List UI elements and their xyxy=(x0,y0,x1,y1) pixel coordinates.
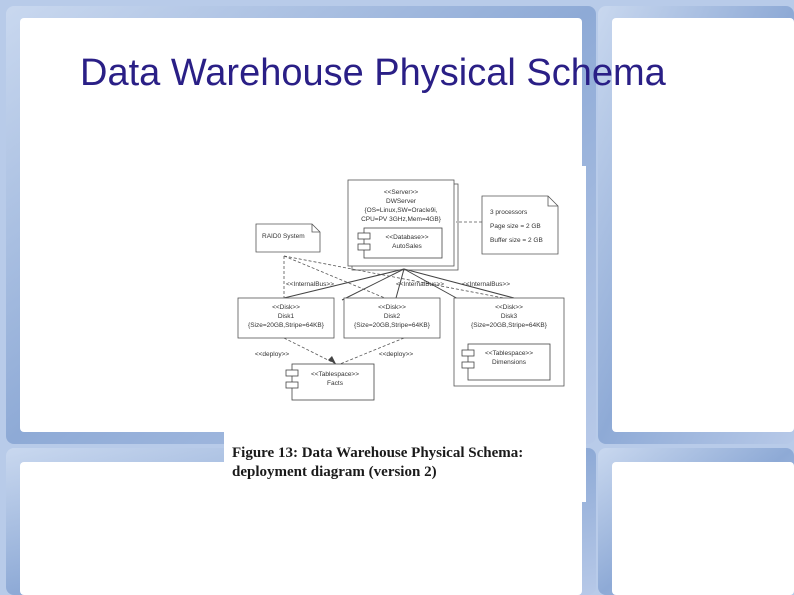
disk1-name: Disk1 xyxy=(278,313,295,320)
slide-title: Data Warehouse Physical Schema xyxy=(80,52,666,95)
disk1-stereotype: <<Disk>> xyxy=(272,304,300,311)
disk2-name: Disk2 xyxy=(384,313,401,320)
deploy-arrowhead xyxy=(328,356,336,364)
disk3-stereotype: <<Disk>> xyxy=(495,304,523,311)
specs-line1: 3 processors xyxy=(490,209,528,216)
disk2-stereotype: <<Disk>> xyxy=(378,304,406,311)
deploy-label-1: <<deploy>> xyxy=(255,351,290,358)
figure-caption: Figure 13: Data Warehouse Physical Schem… xyxy=(232,444,576,482)
facts-name: Facts xyxy=(327,380,344,387)
database-name: AutoSales xyxy=(392,243,422,250)
deploy-label-2: <<deploy>> xyxy=(379,351,414,358)
bus-line-disk1-b xyxy=(342,269,404,300)
tablespace-facts: <<Tablespace>> Facts xyxy=(286,364,374,400)
specs-line2: Page size = 2 GB xyxy=(490,223,541,230)
tablespace-dimensions: <<Tablespace>> Dimensions xyxy=(462,344,550,380)
bus-label-3: <<InternalBus>> xyxy=(462,281,510,288)
disk2-spec: {Size=20GB,Stripe=64KB} xyxy=(354,322,431,329)
specs-note: 3 processors Page size = 2 GB Buffer siz… xyxy=(482,196,558,254)
dimensions-stereotype: <<Tablespace>> xyxy=(485,350,533,357)
disk1-node: <<Disk>> Disk1 {Size=20GB,Stripe=64KB} xyxy=(238,298,334,338)
raid-note: RAID0 System xyxy=(256,224,320,252)
disk2-node: <<Disk>> Disk2 {Size=20GB,Stripe=64KB} xyxy=(344,298,440,338)
server-name: DWServer xyxy=(386,198,417,205)
raid-note-text: RAID0 System xyxy=(262,233,305,240)
disk3-name: Disk3 xyxy=(501,313,518,320)
server-spec-line1: {OS=Linux,SW=Oracle9i, xyxy=(365,207,438,214)
specs-line3: Buffer size = 2 GB xyxy=(490,237,543,244)
frame-panel-right-bottom-inner xyxy=(612,462,794,595)
dimensions-name: Dimensions xyxy=(492,359,527,366)
facts-stereotype: <<Tablespace>> xyxy=(311,371,359,378)
server-spec-line2: CPU=PV 3GHz,Mem=4GB} xyxy=(361,216,442,223)
deployment-diagram: <<Server>> DWServer {OS=Linux,SW=Oracle9… xyxy=(224,166,586,446)
figure-panel: <<Server>> DWServer {OS=Linux,SW=Oracle9… xyxy=(224,166,586,502)
database-component: <<Database>> AutoSales xyxy=(358,228,442,258)
disk3-spec: {Size=20GB,Stripe=64KB} xyxy=(471,322,548,329)
disk1-spec: {Size=20GB,Stripe=64KB} xyxy=(248,322,325,329)
server-stereotype: <<Server>> xyxy=(384,189,419,196)
bus-label-1: <<InternalBus>> xyxy=(286,281,334,288)
bus-label-2: <<InternalBus>> xyxy=(396,281,444,288)
database-stereotype: <<Database>> xyxy=(385,234,428,241)
